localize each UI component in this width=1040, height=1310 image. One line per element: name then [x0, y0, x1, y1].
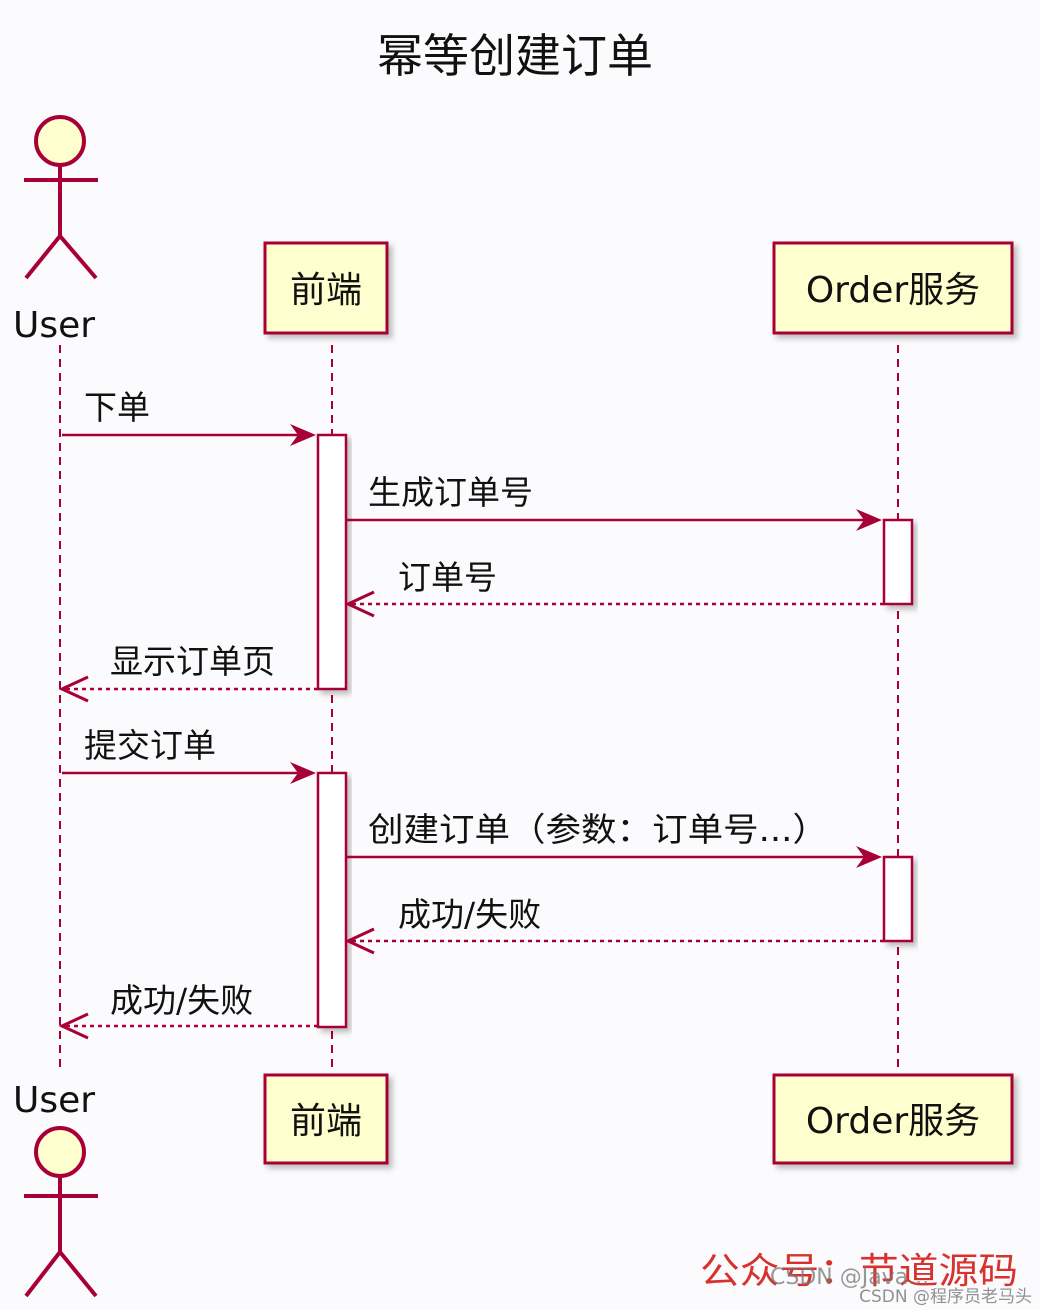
diagram-title: 幂等创建订单	[377, 29, 653, 83]
open-arrowhead-icon	[344, 927, 375, 955]
lifelines	[59, 345, 899, 1070]
participant-order-bottom	[772, 1073, 1014, 1165]
activation-order-1	[882, 518, 914, 606]
message-label: 订单号	[398, 558, 497, 597]
actor-user-label-top: User	[13, 305, 95, 346]
actor-head-icon	[34, 1126, 86, 1178]
participant-frontend-label-top: 前端	[290, 270, 362, 311]
arrowhead-icon	[856, 509, 882, 531]
participant-frontend-bottom	[263, 1073, 389, 1165]
participant-order-top	[772, 241, 1014, 335]
watermark-wechat: 公众号：节道源码	[700, 1251, 1018, 1292]
message-6: 创建订单（参数：订单号...）	[346, 810, 882, 868]
arrowhead-icon	[290, 424, 316, 446]
message-label: 下单	[84, 388, 150, 427]
arrowhead-icon	[290, 762, 316, 784]
watermark-csdn-corner: CSDN @程序员老马头	[859, 1287, 1032, 1307]
activation-frontend-2	[316, 771, 348, 1029]
message-7: 成功/失败	[344, 895, 884, 955]
message-2: 生成订单号	[346, 473, 882, 531]
participant-frontend-label-bottom: 前端	[290, 1101, 362, 1142]
open-arrowhead-icon	[58, 1012, 89, 1040]
participant-order-label-top: Order服务	[806, 270, 980, 311]
message-label: 显示订单页	[110, 642, 275, 681]
participant-frontend-top	[263, 241, 389, 335]
message-3: 订单号	[344, 558, 884, 618]
actor-head-icon	[34, 115, 86, 167]
watermark-csdn-overlay: CSDN @Java...	[770, 1265, 929, 1290]
participant-order-label-bottom: Order服务	[806, 1101, 980, 1142]
message-label: 成功/失败	[398, 895, 541, 934]
message-8: 成功/失败	[58, 981, 318, 1040]
message-label: 生成订单号	[368, 473, 533, 512]
activation-frontend-1	[316, 433, 348, 691]
arrowhead-icon	[856, 846, 882, 868]
message-label: 成功/失败	[110, 981, 253, 1020]
actor-user-top	[24, 115, 98, 280]
actor-user-bottom	[24, 1126, 98, 1298]
actor-user-label-bottom: User	[13, 1080, 95, 1121]
activation-order-2	[882, 855, 914, 943]
message-5: 提交订单	[62, 726, 316, 784]
open-arrowhead-icon	[344, 590, 375, 618]
open-arrowhead-icon	[58, 675, 89, 703]
message-label: 提交订单	[84, 726, 216, 765]
message-4: 显示订单页	[58, 642, 318, 703]
message-1: 下单	[62, 388, 316, 446]
message-label: 创建订单（参数：订单号...）	[368, 810, 828, 849]
